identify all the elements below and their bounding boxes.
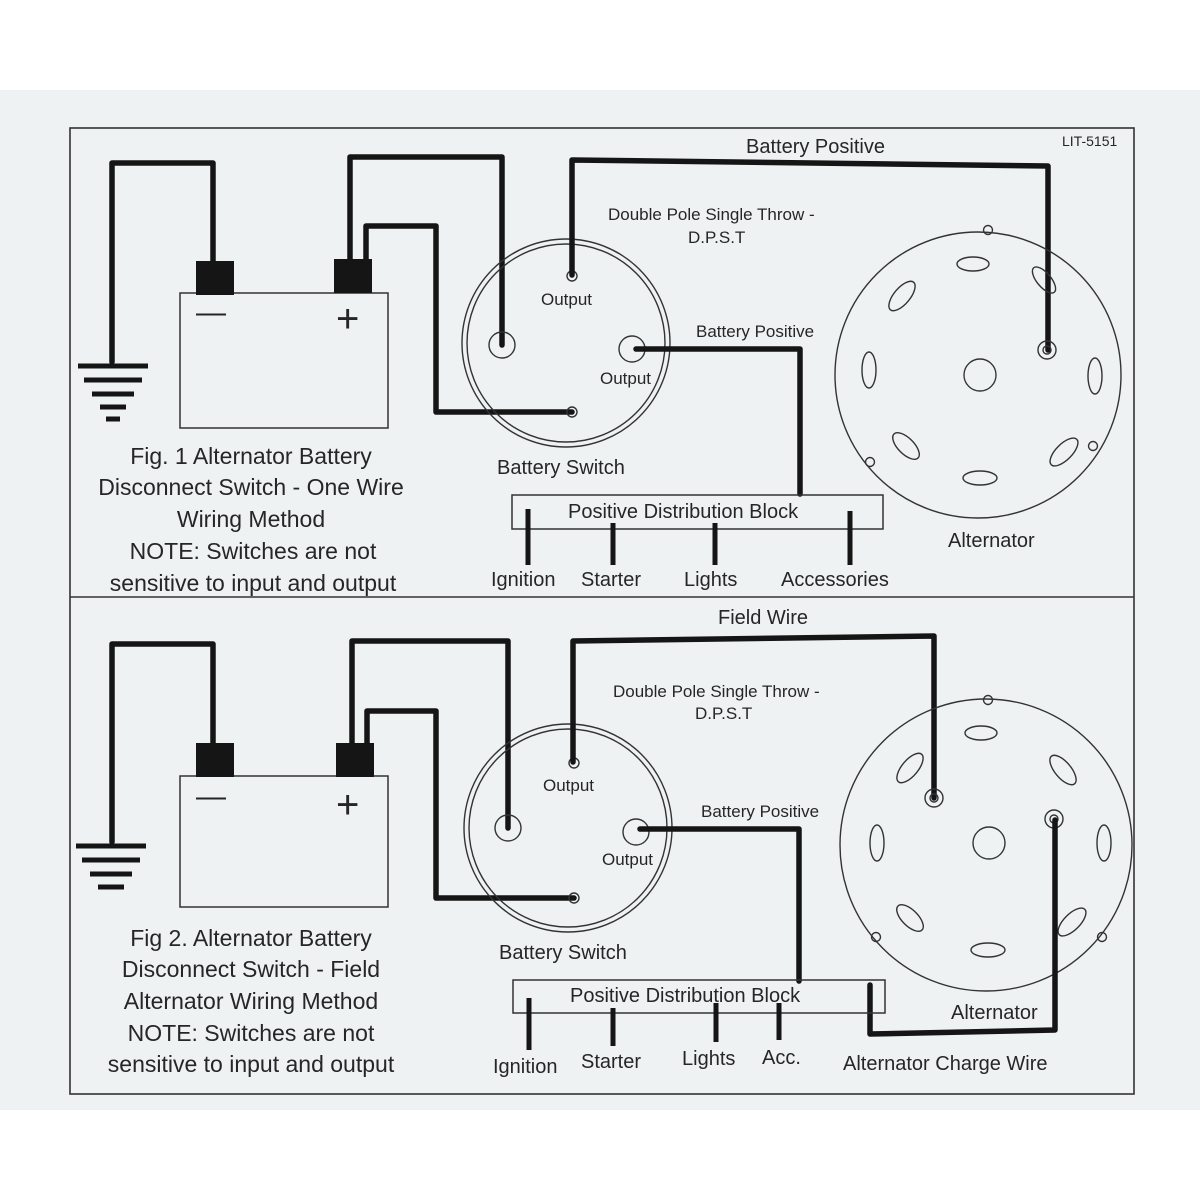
ground-symbol (78, 160, 216, 422)
terminal-ignition-label: Ignition (493, 1056, 558, 1078)
negative-terminal (196, 261, 234, 295)
dpst-label-line2: D.P.S.T (695, 704, 752, 723)
caption-line: Disconnect Switch - One Wire (98, 474, 403, 500)
ground-symbol (76, 641, 216, 890)
field-wire-label: Field Wire (718, 607, 808, 629)
caption-line: Fig. 1 Alternator Battery (130, 443, 372, 469)
caption-line: Disconnect Switch - Field (122, 956, 380, 982)
switch-output-mid-label: Output (600, 369, 651, 388)
caption-line: Alternator Wiring Method (124, 988, 378, 1014)
terminal-lights-label: Lights (684, 569, 737, 591)
minus-sign: — (196, 780, 226, 813)
figure-2: — + (76, 607, 1133, 1078)
battery-positive-wire-label: Battery Positive (696, 322, 814, 341)
caption-line: Wiring Method (177, 506, 325, 532)
switch-output-top-label: Output (541, 290, 592, 309)
distribution-block (512, 979, 886, 1050)
dpst-label-line2: D.P.S.T (688, 228, 745, 247)
wire-alternator-charge (867, 817, 1058, 1037)
caption-line: Fig 2. Alternator Battery (130, 925, 372, 951)
battery-switch (461, 238, 671, 448)
switch-output-mid-label: Output (602, 850, 653, 869)
wire-field (570, 633, 937, 801)
wire-output-to-block (633, 346, 803, 497)
battery: — + (179, 743, 389, 908)
battery-switch-label: Battery Switch (497, 457, 625, 479)
terminal-starter-label: Starter (581, 569, 641, 591)
distribution-block-label: Positive Distribution Block (570, 985, 801, 1007)
alternator (834, 224, 1122, 519)
caption-line: NOTE: Switches are not (130, 538, 377, 564)
alternator (839, 694, 1133, 992)
doc-code: LIT-5151 (1062, 133, 1117, 149)
wire-battery-to-switch-input-2 (363, 223, 575, 415)
caption-line: NOTE: Switches are not (128, 1020, 375, 1046)
dpst-label-line1: Double Pole Single Throw - (613, 682, 820, 701)
terminal-starter-label: Starter (581, 1051, 641, 1073)
wire-output-to-block (637, 826, 802, 984)
distribution-block (511, 494, 884, 565)
fig1-caption: Fig. 1 Alternator Battery Disconnect Swi… (98, 443, 403, 596)
alternator-label: Alternator (951, 1002, 1038, 1024)
wire-battery-positive (569, 157, 1051, 353)
negative-terminal (196, 743, 234, 777)
switch-output-top-label: Output (543, 776, 594, 795)
minus-sign: — (196, 296, 226, 329)
distribution-block-label: Positive Distribution Block (568, 501, 799, 523)
battery-positive-wire-label: Battery Positive (701, 802, 819, 821)
paper-sheet (0, 90, 1200, 1110)
battery: — + (179, 259, 389, 429)
wire-battery-to-switch-input (347, 154, 505, 348)
caption-line: sensitive to input and output (108, 1051, 395, 1077)
wire-battery-to-switch-input-2 (364, 708, 577, 901)
terminal-acc-label: Acc. (762, 1047, 801, 1069)
fig2-caption: Fig 2. Alternator Battery Disconnect Swi… (108, 925, 395, 1077)
diagram-frame (69, 127, 1135, 1095)
terminal-lights-label: Lights (682, 1048, 735, 1070)
alternator-charge-wire-label: Alternator Charge Wire (843, 1053, 1048, 1075)
wire-battery-to-switch-input (349, 638, 511, 831)
figure-1: — + (78, 136, 1122, 596)
alternator-label: Alternator (948, 530, 1035, 552)
battery-switch-label: Battery Switch (499, 942, 627, 964)
terminal-ignition-label: Ignition (491, 569, 556, 591)
plus-sign: + (336, 297, 359, 341)
battery-positive-label: Battery Positive (746, 136, 885, 158)
terminal-accessories-label: Accessories (781, 569, 889, 591)
plus-sign: + (336, 783, 359, 827)
caption-line: sensitive to input and output (110, 570, 397, 596)
dpst-label-line1: Double Pole Single Throw - (608, 205, 815, 224)
